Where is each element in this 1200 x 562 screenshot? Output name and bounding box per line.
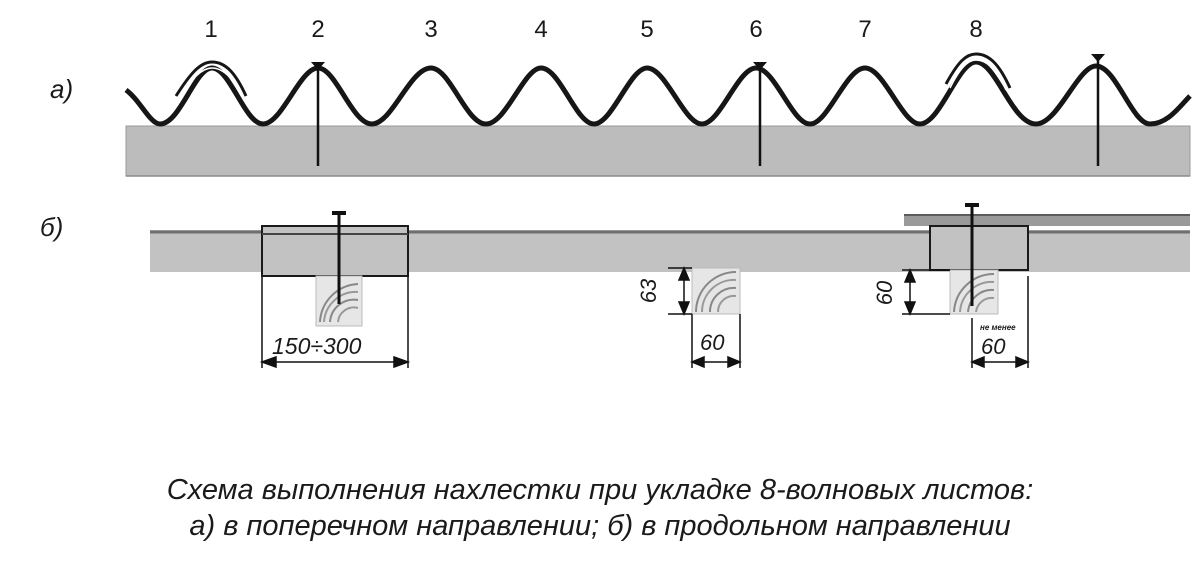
dim-overlap-text: 150÷300 [272,333,362,359]
part-a-fastener-9 [1091,54,1105,166]
dim-batten-height-1: 63 [636,278,662,304]
caption-line-1: Схема выполнения нахлестки при укладке 8… [166,474,1034,506]
part-b-overlap-right [929,225,1029,271]
part-a-wave-line [124,59,1192,127]
wave-number-2: 2 [311,16,325,43]
dim-batten-width-1: 60 [700,330,725,355]
part-a-base-sheet [125,125,1191,177]
part-b-batten-right [949,269,999,315]
part-b-fastener-right [965,203,979,306]
wave-number-3: 3 [424,16,438,43]
caption-line-2: а) в поперечном направлении; б) в продол… [189,510,1011,542]
dim-batten-height-2: 60 [872,280,898,306]
part-b-label: б) [40,212,64,242]
dim-overlap-lines [259,276,411,369]
dim-min-note: не менее [980,323,1016,332]
wave-number-8: 8 [969,16,983,43]
part-a-overlap-wave-1 [174,60,248,97]
part-a-label: а) [50,74,74,104]
part-b-upper-sheet [904,214,1190,226]
wave-number-1: 1 [204,16,218,43]
part-a-overlap-wave-8 [944,52,1012,89]
part-b-batten-middle [691,267,741,315]
part-b-fastener-left [332,211,346,304]
wave-number-4: 4 [534,16,548,43]
part-a-overlap-gap-1 [179,67,245,99]
dim-batten-middle [668,266,742,369]
part-a-fastener-2 [311,62,325,166]
dim-batten-right [902,268,1030,369]
dim-batten-width-2: 60 [981,334,1006,359]
part-a-overlap-gap-8 [949,59,1007,91]
wave-number-6: 6 [749,16,763,43]
wave-number-7: 7 [858,16,872,43]
part-a-fastener-6 [753,62,767,166]
wave-number-5: 5 [640,16,654,43]
